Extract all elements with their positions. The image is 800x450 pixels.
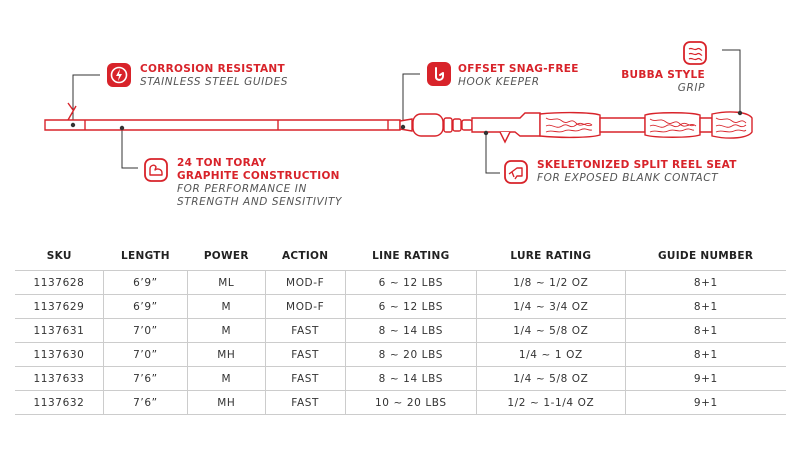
cell-power: ML bbox=[186, 270, 266, 295]
feature-bubba: BUBBA STYLE GRIP bbox=[615, 69, 705, 95]
cell-power: M bbox=[186, 366, 266, 391]
header-guide-number: GUIDE NUMBER bbox=[625, 242, 786, 271]
graphite-leader bbox=[121, 128, 138, 169]
cell-action: FAST bbox=[264, 318, 346, 343]
callout-dots bbox=[70, 110, 743, 136]
cell-power: M bbox=[186, 294, 266, 319]
table-row: 1137628 6’9” ML MOD-F 6 ~ 12 LBS 1/8 ~ 1… bbox=[15, 270, 786, 295]
cell-line-rating: 10 ~ 20 LBS bbox=[344, 390, 477, 415]
feature-offset-sub: HOOK KEEPER bbox=[458, 76, 540, 88]
feature-graphite-sub-2: STRENGTH AND SENSITIVITY bbox=[177, 196, 343, 208]
feature-reelseat-sub: FOR EXPOSED BLANK CONTACT bbox=[537, 172, 719, 184]
grip-icon bbox=[683, 41, 707, 65]
table-row: 1137629 6’9” M MOD-F 6 ~ 12 LBS 1/4 ~ 3/… bbox=[15, 294, 786, 319]
header-action: ACTION bbox=[265, 242, 346, 271]
feature-reelseat: SKELETONIZED SPLIT REEL SEAT FOR EXPOSED… bbox=[537, 159, 737, 185]
cell-length: 7’0” bbox=[102, 342, 188, 367]
cell-lure-rating: 1/4 ~ 5/8 OZ bbox=[475, 318, 626, 343]
cell-power: MH bbox=[186, 342, 266, 367]
shield-bolt-icon bbox=[107, 63, 131, 87]
feature-corrosion: CORROSION RESISTANT STAINLESS STEEL GUID… bbox=[140, 63, 288, 89]
header-sku: SKU bbox=[15, 242, 104, 271]
cell-action: MOD-F bbox=[264, 270, 346, 295]
feature-reelseat-title: SKELETONIZED SPLIT REEL SEAT bbox=[537, 159, 737, 171]
cell-guide-number: 8+1 bbox=[624, 294, 786, 319]
table-row: 1137633 7’6” M FAST 8 ~ 14 LBS 1/4 ~ 5/8… bbox=[15, 366, 786, 391]
cell-guide-number: 8+1 bbox=[624, 342, 786, 367]
cell-line-rating: 8 ~ 14 LBS bbox=[344, 366, 477, 391]
feature-graphite-title-2: GRAPHITE CONSTRUCTION bbox=[177, 170, 340, 182]
header-lure-rating: LURE RATING bbox=[476, 242, 626, 271]
flexed-arm-icon bbox=[144, 158, 168, 182]
feature-bubba-sub: GRIP bbox=[677, 82, 705, 94]
cell-sku: 1137629 bbox=[15, 294, 104, 319]
corrosion-leader bbox=[72, 74, 100, 125]
feature-graphite: 24 TON TORAY GRAPHITE CONSTRUCTION FOR P… bbox=[177, 157, 342, 209]
spec-table: SKU LENGTH POWER ACTION LINE RATING LURE… bbox=[15, 242, 786, 415]
cell-length: 7’6” bbox=[102, 390, 188, 415]
feature-corrosion-title: CORROSION RESISTANT bbox=[140, 63, 285, 75]
table-row: 1137632 7’6” MH FAST 10 ~ 20 LBS 1/2 ~ 1… bbox=[15, 390, 786, 415]
cell-sku: 1137632 bbox=[15, 390, 104, 415]
reel-seat-icon bbox=[504, 160, 528, 184]
cell-sku: 1137630 bbox=[15, 342, 104, 367]
cell-guide-number: 9+1 bbox=[624, 366, 786, 391]
cell-action: MOD-F bbox=[264, 294, 346, 319]
header-line-rating: LINE RATING bbox=[345, 242, 477, 271]
cell-length: 7’6” bbox=[102, 366, 188, 391]
cell-sku: 1137633 bbox=[15, 366, 104, 391]
hook-icon bbox=[427, 62, 451, 86]
grip-texture bbox=[545, 117, 747, 133]
header-length: LENGTH bbox=[103, 242, 188, 271]
cell-guide-number: 8+1 bbox=[624, 270, 786, 295]
cell-guide-number: 9+1 bbox=[624, 390, 786, 415]
cell-lure-rating: 1/2 ~ 1-1/4 OZ bbox=[475, 390, 626, 415]
cell-lure-rating: 1/4 ~ 1 OZ bbox=[475, 342, 626, 367]
reelseat-leader bbox=[485, 133, 500, 174]
cell-length: 7’0” bbox=[102, 318, 188, 343]
rod-blank bbox=[44, 102, 753, 144]
feature-graphite-sub-1: FOR PERFORMANCE IN bbox=[177, 183, 307, 195]
feature-graphite-title-1: 24 TON TORAY bbox=[177, 157, 267, 169]
cell-action: FAST bbox=[264, 342, 346, 367]
callout-lines bbox=[72, 49, 741, 174]
spec-table-header: SKU LENGTH POWER ACTION LINE RATING LURE… bbox=[15, 242, 786, 271]
feature-offset-title: OFFSET SNAG-FREE bbox=[458, 63, 579, 75]
cell-power: M bbox=[186, 318, 266, 343]
cell-action: FAST bbox=[264, 366, 346, 391]
rod-diagram bbox=[44, 49, 753, 174]
table-row: 1137631 7’0” M FAST 8 ~ 14 LBS 1/4 ~ 5/8… bbox=[15, 318, 786, 343]
cell-length: 6’9” bbox=[102, 294, 188, 319]
cell-line-rating: 6 ~ 12 LBS bbox=[344, 270, 477, 295]
cell-sku: 1137631 bbox=[15, 318, 104, 343]
cell-length: 6’9” bbox=[102, 270, 188, 295]
table-row: 1137630 7’0” MH FAST 8 ~ 20 LBS 1/4 ~ 1 … bbox=[15, 342, 786, 367]
header-power: POWER bbox=[187, 242, 266, 271]
cell-lure-rating: 1/4 ~ 5/8 OZ bbox=[475, 366, 626, 391]
cell-sku: 1137628 bbox=[15, 270, 104, 295]
cell-power: MH bbox=[186, 390, 266, 415]
cell-line-rating: 6 ~ 12 LBS bbox=[344, 294, 477, 319]
cell-guide-number: 8+1 bbox=[624, 318, 786, 343]
cell-lure-rating: 1/8 ~ 1/2 OZ bbox=[475, 270, 626, 295]
cell-action: FAST bbox=[264, 390, 346, 415]
feature-bubba-title: BUBBA STYLE bbox=[621, 69, 705, 81]
cell-line-rating: 8 ~ 20 LBS bbox=[344, 342, 477, 367]
cell-line-rating: 8 ~ 14 LBS bbox=[344, 318, 477, 343]
cell-lure-rating: 1/4 ~ 3/4 OZ bbox=[475, 294, 626, 319]
feature-corrosion-sub: STAINLESS STEEL GUIDES bbox=[140, 76, 289, 88]
offset-leader bbox=[402, 73, 420, 127]
feature-offset: OFFSET SNAG-FREE HOOK KEEPER bbox=[458, 63, 579, 89]
bubba-leader bbox=[722, 49, 741, 113]
